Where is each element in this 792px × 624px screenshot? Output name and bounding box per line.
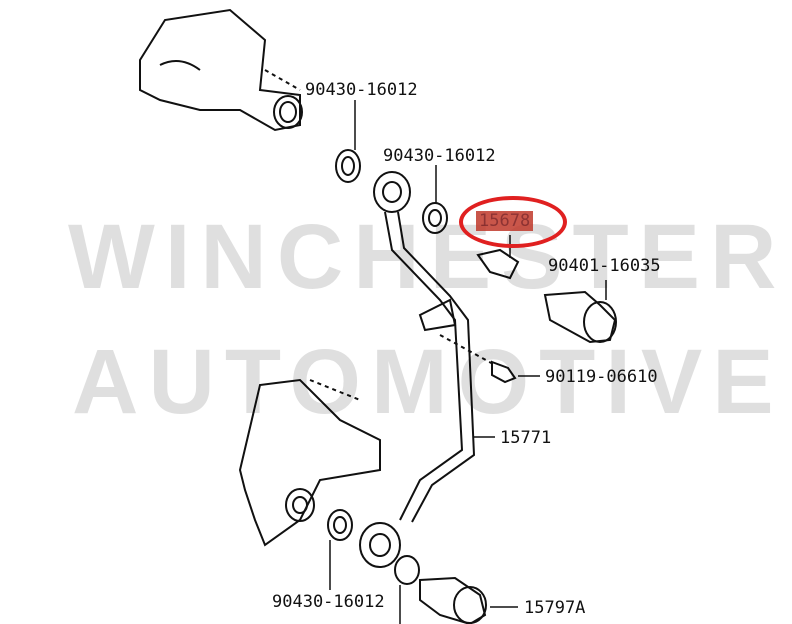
highlight-ring: [459, 196, 567, 248]
washer-bottom: [394, 555, 420, 585]
label-union-bolt-top[interactable]: 90401-16035: [548, 256, 661, 276]
bolt-90119: [491, 360, 517, 384]
banjo-top: [373, 171, 411, 213]
union-bolt-top: [543, 290, 617, 344]
label-pipe[interactable]: 15771: [500, 428, 552, 448]
label-union-bolt-bottom[interactable]: 15797A: [524, 598, 586, 618]
union-bolt-bottom: [419, 576, 487, 624]
label-highlighted-part[interactable]: 15678: [476, 211, 534, 231]
gasket-bottom: [327, 509, 353, 541]
watermark-line2: AUTOMOTIVE: [72, 331, 784, 433]
label-gasket-top[interactable]: 90430-16012: [305, 80, 418, 100]
gasket-top: [335, 149, 361, 183]
label-bolt[interactable]: 90119-06610: [545, 367, 658, 387]
engine-block-bottom: [238, 378, 381, 547]
label-gasket-mid[interactable]: 90430-16012: [383, 146, 496, 166]
watermark-line1: WINCHESTER: [68, 206, 787, 308]
label-gasket-bottom[interactable]: 90430-16012: [272, 592, 385, 612]
banjo-bottom: [359, 522, 401, 568]
engine-block-top: [139, 8, 301, 132]
gasket-mid: [422, 202, 448, 234]
sensor-15678: [476, 248, 520, 280]
